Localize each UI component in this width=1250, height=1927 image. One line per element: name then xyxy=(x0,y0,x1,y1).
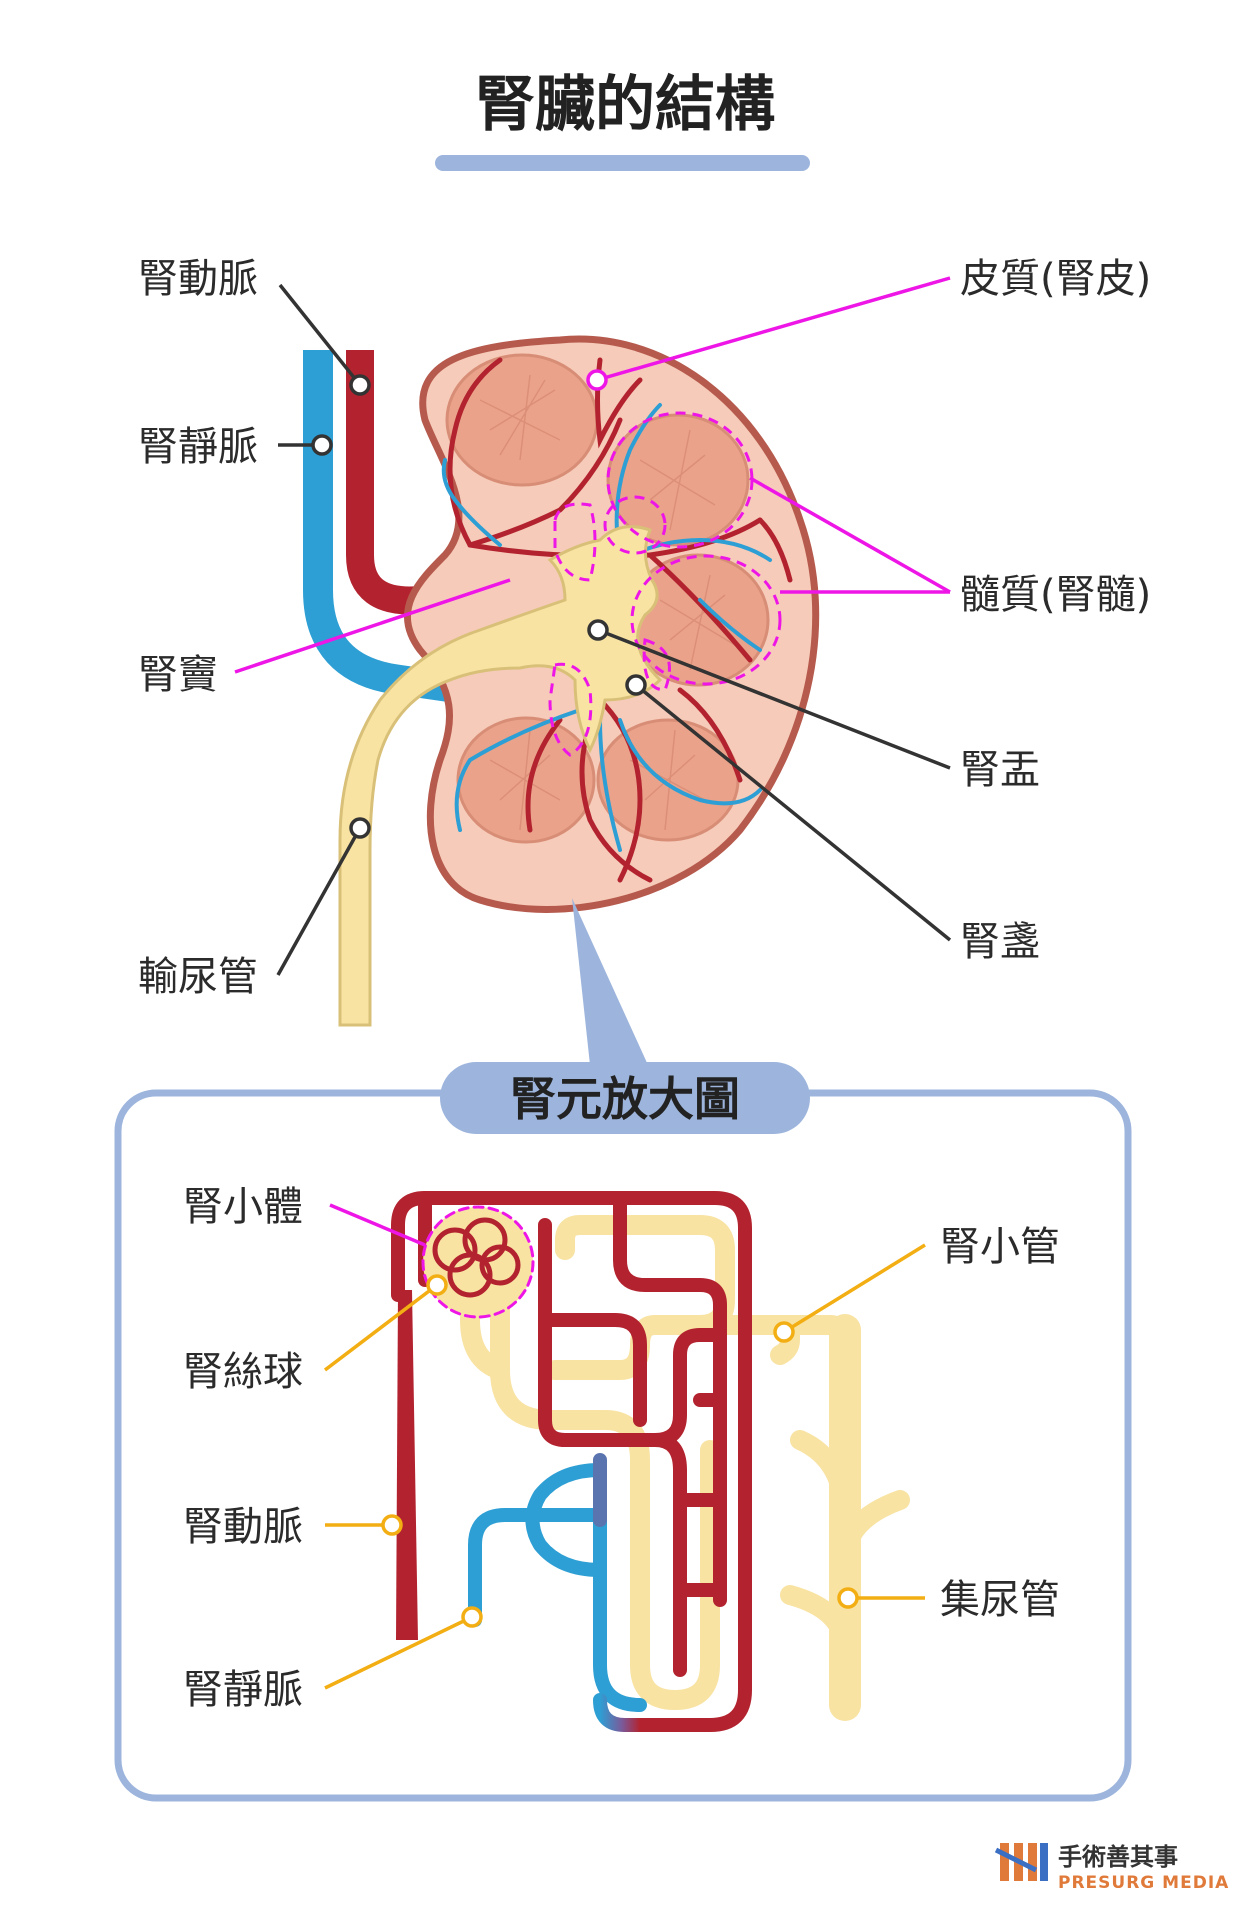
label-nephron-renal-artery: 腎動脈 xyxy=(183,1504,303,1550)
renal-vein-vessel xyxy=(303,350,473,705)
label-renal-corpuscle: 腎小體 xyxy=(183,1184,303,1230)
label-ureter: 輸尿管 xyxy=(138,954,258,1000)
nephron-title-pill xyxy=(440,1062,810,1134)
zoom-callout-wedge xyxy=(572,898,648,1065)
nephron-artery-trunk xyxy=(396,1290,418,1640)
label-renal-artery: 腎動脈 xyxy=(138,256,258,302)
nephron-title: 腎元放大圖 xyxy=(510,1072,740,1126)
nephron-illustration xyxy=(391,1191,910,1732)
kidney-illustration xyxy=(303,335,820,1027)
brand-mark-icon xyxy=(994,1843,1048,1881)
label-nephron-renal-vein: 腎靜脈 xyxy=(183,1667,303,1713)
label-collecting-duct: 集尿管 xyxy=(940,1577,1060,1623)
label-renal-tubule: 腎小管 xyxy=(940,1224,1060,1270)
brand-name-zh: 手術善其事 xyxy=(1058,1843,1178,1871)
glomerulus-loops xyxy=(432,1217,521,1298)
label-renal-vein: 腎靜脈 xyxy=(138,424,258,470)
label-cortex: 皮質(腎皮) xyxy=(960,256,1151,302)
label-renal-calyx: 腎盞 xyxy=(960,919,1040,965)
label-glomerulus: 腎絲球 xyxy=(183,1349,303,1395)
brand-logo: 手術善其事 PRESURG MEDIA xyxy=(994,1843,1229,1893)
brand-name-en: PRESURG MEDIA xyxy=(1058,1873,1229,1893)
kidney-veins xyxy=(441,403,772,852)
label-renal-pelvis: 腎盂 xyxy=(960,747,1040,793)
label-medulla: 髓質(腎髓) xyxy=(960,572,1151,618)
nephron-pointers xyxy=(323,1203,926,1690)
page-title: 腎臟的結構 xyxy=(475,70,775,140)
label-renal-sinus: 腎竇 xyxy=(138,652,218,698)
kidney-pointers xyxy=(234,276,952,976)
renal-pelvis-ureter xyxy=(338,525,663,1027)
title-underline xyxy=(435,155,810,171)
